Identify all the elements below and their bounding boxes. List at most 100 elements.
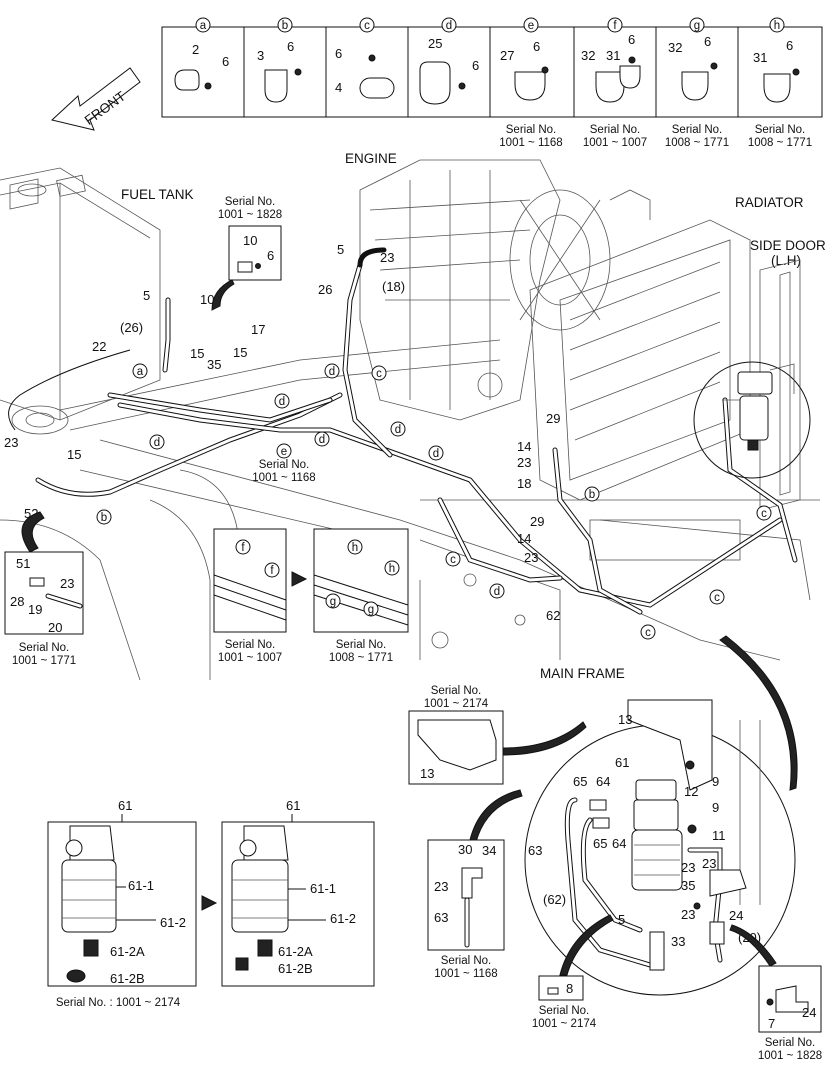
engine	[359, 159, 611, 421]
serial-range: 1001 ~ 1007	[218, 652, 282, 664]
marker-g: g	[368, 604, 374, 616]
callout: 29	[546, 411, 560, 426]
serial-range: 1001 ~ 1771	[12, 655, 76, 667]
callout: 13	[618, 712, 632, 727]
inset-bolt-8: 8 Serial No. 1001 ~ 2174	[532, 914, 614, 1030]
serial-range: 1008 ~ 1771	[748, 137, 812, 149]
svg-text:c: c	[714, 592, 720, 604]
serial-range: 1008 ~ 1771	[329, 652, 393, 664]
callout: 10	[200, 292, 214, 307]
callout: 14	[517, 531, 531, 546]
marker-c: c	[371, 365, 387, 381]
radiator-label: RADIATOR	[735, 195, 804, 210]
serial-label: Serial No.	[225, 196, 276, 208]
serial-label: Serial No.	[590, 124, 641, 136]
p-clamp-icon	[514, 71, 546, 101]
marker-b: b	[96, 509, 112, 525]
part-number: 51	[16, 556, 30, 571]
callout: 15	[67, 447, 81, 462]
bolt-icon	[368, 54, 376, 62]
svg-text:d: d	[154, 437, 160, 449]
serial-label: Serial No.	[259, 459, 310, 471]
callout: (18)	[382, 279, 405, 294]
serial-range: 1001 ~ 1828	[758, 1050, 822, 1062]
part-number: 31	[606, 48, 620, 63]
part-number: 7	[768, 1016, 775, 1031]
part-number: 25	[428, 36, 442, 51]
svg-text:c: c	[645, 627, 651, 639]
callout: 63	[528, 843, 542, 858]
svg-text:e: e	[281, 446, 287, 458]
marker-d: d	[489, 583, 505, 599]
svg-text:d: d	[433, 448, 439, 460]
inset-bracket-13: Serial No. 1001 ~ 2174 13	[408, 685, 587, 785]
hose-33	[649, 931, 665, 971]
clamp-letter-e: e	[528, 20, 534, 32]
clamp-cell-d: d 25 6	[419, 17, 479, 105]
filter-bubble-main	[693, 361, 811, 479]
clamp-letter-b: b	[282, 20, 288, 32]
clamp-letter-c: c	[364, 20, 370, 32]
svg-text:d: d	[494, 586, 500, 598]
arrow-right-icon	[201, 895, 218, 911]
callout: 35	[681, 878, 695, 893]
serial-range: 1001 ~ 1168	[434, 968, 497, 980]
inset-lower-left: 51 28 19 23 20 Serial No. 1001 ~ 1771	[4, 511, 84, 667]
part-number: 2	[192, 42, 199, 57]
part-number: 23	[434, 879, 448, 894]
clamp-legend-frame	[161, 26, 823, 118]
marker-d: d	[428, 445, 444, 461]
serial-label: Serial No.	[755, 124, 806, 136]
part-number: 61-2A	[278, 944, 313, 959]
marker-c: c	[756, 505, 772, 521]
callout: 11	[712, 828, 726, 843]
svg-text:b: b	[589, 489, 595, 501]
fuel-lines	[8, 247, 798, 615]
svg-text:d: d	[279, 396, 285, 408]
callout: (62)	[543, 892, 566, 907]
callout: 5	[143, 288, 150, 303]
callout: 23	[4, 435, 18, 450]
engine-label: ENGINE	[345, 151, 397, 166]
marker-h: h	[389, 563, 395, 575]
inset-filter-left: 61 61-1 61-2 61-2A 61-2B Serial No. : 10…	[47, 798, 218, 1009]
callout: 62	[546, 608, 560, 623]
part-number: 27	[500, 48, 514, 63]
callout: 64	[612, 836, 626, 851]
serial-label: Serial No.	[336, 639, 387, 651]
part-number: 6	[786, 38, 793, 53]
bolt-icon	[792, 68, 800, 76]
part-number: 28	[10, 594, 24, 609]
marker-d: d	[314, 431, 330, 447]
bolt-icon	[458, 82, 466, 90]
part-number: 31	[753, 50, 767, 65]
part-number: 32	[581, 48, 595, 63]
part-number: 61	[286, 798, 300, 813]
serial-label: Serial No.	[19, 642, 70, 654]
part-number: 6	[267, 248, 274, 263]
clamp-legend: a 2 6 b 3 6 c 6 4 d 25 6	[161, 17, 823, 149]
clamp-letter-h: h	[774, 20, 780, 32]
part-number: 6	[222, 54, 229, 69]
callout: 65	[573, 774, 587, 789]
part-number: 61-2A	[110, 944, 145, 959]
part-number: 6	[704, 34, 711, 49]
marker-f: f	[241, 542, 245, 554]
marker-c: c	[640, 624, 656, 640]
block-clamp-icon	[359, 77, 395, 99]
callout: 5	[618, 912, 625, 927]
part-number: 61	[118, 798, 132, 813]
marker-a: a	[132, 363, 148, 379]
callout: 22	[92, 339, 106, 354]
p-clamp-icon	[763, 73, 791, 103]
part-number: 19	[28, 602, 42, 617]
callout: 26	[318, 282, 332, 297]
serial-range: 1001 ~ 2174	[532, 1018, 597, 1030]
svg-text:a: a	[137, 366, 144, 378]
part-number: 61-1	[310, 881, 336, 896]
arrow-right-icon	[291, 571, 308, 587]
marker-c: c	[445, 551, 461, 567]
fuel-tank-label: FUEL TANK	[121, 187, 194, 202]
clamp-letter-f: f	[613, 20, 617, 32]
clamp-cell-c: c 6 4	[335, 17, 395, 99]
